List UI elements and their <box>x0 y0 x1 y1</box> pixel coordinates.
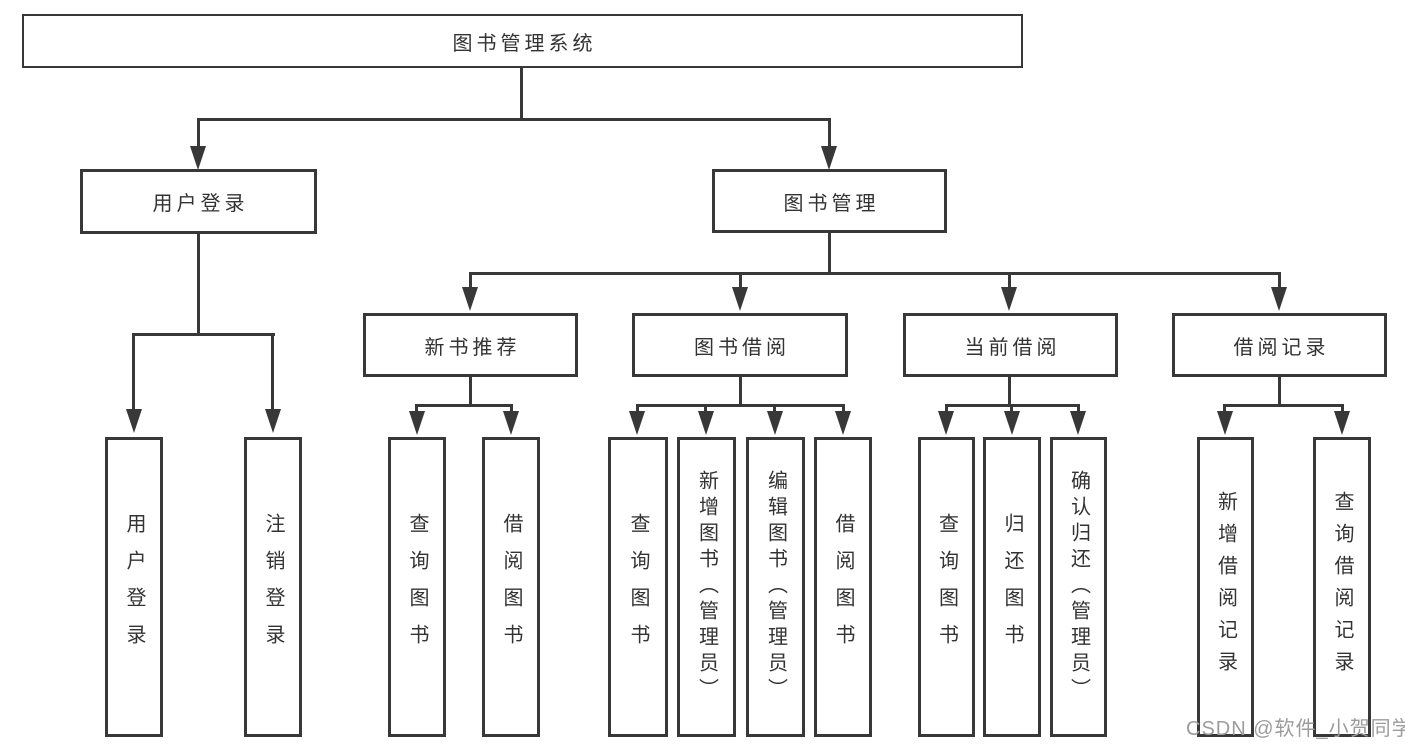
node-return-books: 归还图书 <box>983 437 1041 737</box>
node-current-query-books: 查询图书 <box>918 437 975 737</box>
connector-recommend-stem <box>469 377 472 406</box>
connector-records-drop <box>1278 272 1281 288</box>
arrowhead <box>1004 411 1020 435</box>
leaf-label: 注销登录 <box>262 513 284 661</box>
connector-logout-drop <box>271 333 274 409</box>
connector-current-drop <box>1008 272 1011 288</box>
connector-root-stem <box>520 68 523 120</box>
connector-drop <box>415 404 418 413</box>
arrowhead <box>938 411 954 435</box>
node-borrowing-query-books: 查询图书 <box>608 437 668 737</box>
arrowhead <box>821 146 837 170</box>
node-add-borrow-record: 新增借阅记录 <box>1197 437 1254 737</box>
connector-borrowing-stem <box>739 377 742 406</box>
arrowhead <box>265 409 281 433</box>
arrowhead <box>409 411 425 435</box>
node-query-borrow-record: 查询借阅记录 <box>1313 437 1371 737</box>
arrowhead <box>1271 287 1287 311</box>
arrowhead <box>126 409 142 433</box>
connector-drop <box>1223 404 1226 413</box>
arrowhead <box>629 411 645 435</box>
connector-recommend-drop <box>469 272 472 288</box>
connector-bookmgmt-drop <box>828 118 831 148</box>
connector-level3-rail <box>469 272 1281 275</box>
node-borrowing-records: 借阅记录 <box>1172 313 1387 377</box>
arrowhead <box>835 411 851 435</box>
connector-borrowing-rail <box>636 404 845 407</box>
arrowhead <box>462 287 478 311</box>
connector-records-stem <box>1278 377 1281 406</box>
arrowhead <box>698 411 714 435</box>
leaf-label: 新增借阅记录 <box>1214 491 1237 683</box>
leaf-label: 借阅图书 <box>832 513 854 661</box>
leaf-label: 查询图书 <box>935 513 958 661</box>
connector-userlogin-rail <box>132 333 275 336</box>
connector-login-drop <box>132 333 135 409</box>
node-book-borrowing: 图书借阅 <box>632 313 848 377</box>
leaf-label: 确认归还（管理员） <box>1067 470 1090 704</box>
connector-drop <box>945 404 948 413</box>
arrowhead <box>1001 287 1017 311</box>
connector-userlogin-drop <box>197 118 200 148</box>
leaf-label: 查询图书 <box>627 513 649 661</box>
csdn-watermark: CSDN @软件_小贺同学 <box>1186 718 1405 740</box>
leaf-label: 编辑图书（管理员） <box>764 470 787 704</box>
connector-drop <box>510 404 513 413</box>
arrowhead <box>503 411 519 435</box>
leaf-label: 新增图书（管理员） <box>695 470 718 704</box>
connector-borrowing-drop <box>739 272 742 288</box>
connector-drop <box>636 404 639 413</box>
arrowhead <box>1334 411 1350 435</box>
connector-drop <box>773 404 776 413</box>
connector-drop <box>1341 404 1344 413</box>
connector-current-stem <box>1008 377 1011 406</box>
node-add-books-admin: 新增图书（管理员） <box>677 437 736 737</box>
node-new-book-recommendation: 新书推荐 <box>363 313 578 377</box>
arrowhead <box>1070 411 1086 435</box>
connector-drop <box>1010 404 1013 413</box>
arrowhead <box>1217 411 1233 435</box>
arrowhead <box>732 287 748 311</box>
node-borrowing-borrow-books: 借阅图书 <box>814 437 872 737</box>
node-edit-books-admin: 编辑图书（管理员） <box>746 437 805 737</box>
node-recommend-query-books: 查询图书 <box>388 437 446 737</box>
connector-bookmgmt-stem <box>828 233 831 274</box>
leaf-label: 查询借阅记录 <box>1331 491 1353 683</box>
node-confirm-return-admin: 确认归还（管理员） <box>1050 437 1107 737</box>
leaf-label: 归还图书 <box>1001 513 1023 661</box>
arrowhead <box>190 146 206 170</box>
leaf-label: 用户登录 <box>123 513 145 661</box>
node-book-management: 图书管理 <box>712 169 947 233</box>
leaf-label: 查询图书 <box>406 513 428 661</box>
connector-drop <box>842 404 845 413</box>
node-recommend-borrow-books: 借阅图书 <box>482 437 540 737</box>
node-logout-leaf: 注销登录 <box>244 437 302 737</box>
node-login-leaf: 用户登录 <box>105 437 163 737</box>
leaf-label: 借阅图书 <box>500 513 522 661</box>
arrowhead <box>767 411 783 435</box>
connector-level2-rail <box>197 118 831 121</box>
connector-drop <box>704 404 707 413</box>
node-library-management-system: 图书管理系统 <box>22 14 1023 68</box>
connector-userlogin-stem <box>197 234 200 335</box>
connector-records-rail <box>1223 404 1344 407</box>
node-current-borrowing: 当前借阅 <box>903 313 1118 377</box>
node-user-login: 用户登录 <box>80 169 317 234</box>
connector-drop <box>1077 404 1080 413</box>
connector-recommend-rail <box>415 404 513 407</box>
